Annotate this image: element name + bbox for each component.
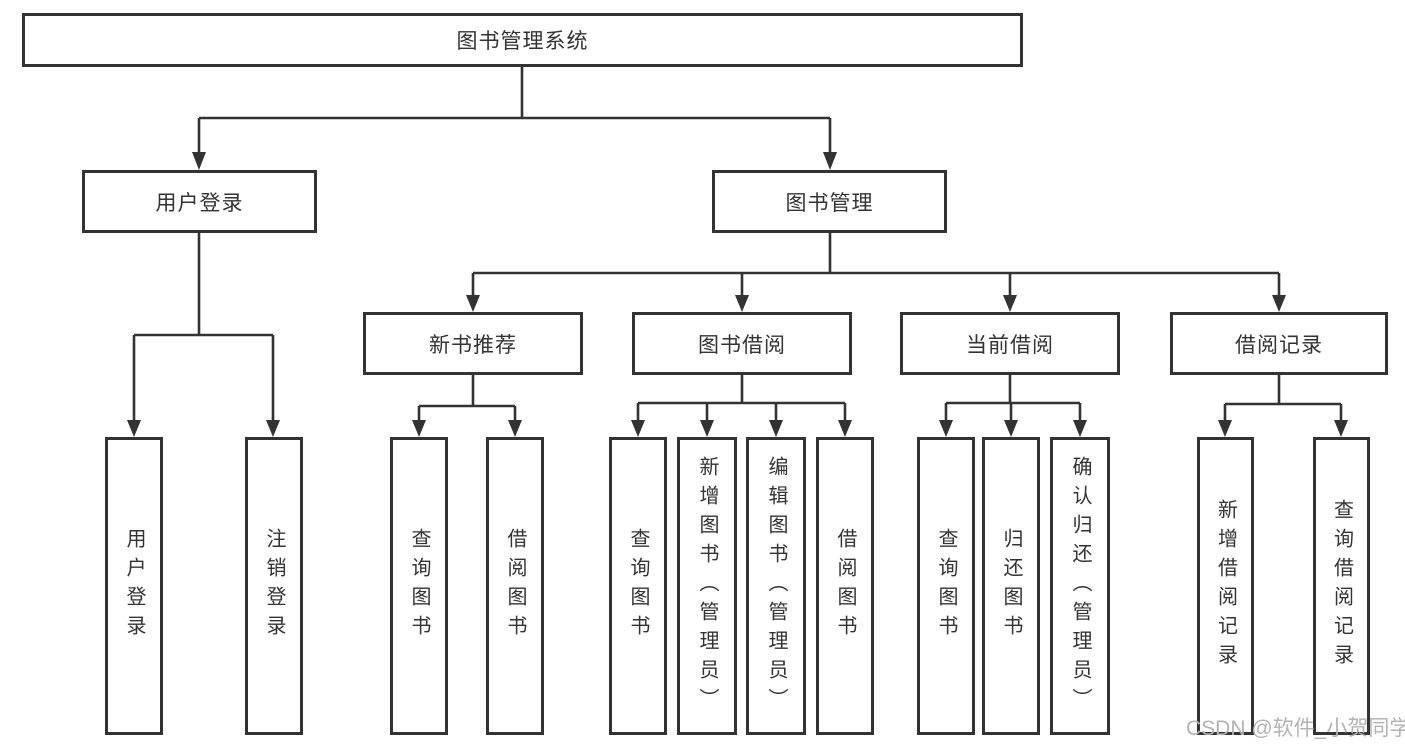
leaf-edit-books-admin: 编辑图书（管理员） bbox=[746, 437, 806, 735]
leaf-query-borrow-record: 查询借阅记录 bbox=[1313, 437, 1370, 735]
leaf-query-books-1-label: 查询图书 bbox=[408, 528, 430, 644]
leaf-query-borrow-record-label: 查询借阅记录 bbox=[1330, 499, 1353, 673]
leaf-return-books-label: 归还图书 bbox=[1000, 528, 1022, 644]
node-book-borrowing: 图书借阅 bbox=[632, 312, 852, 375]
leaf-query-books-2: 查询图书 bbox=[609, 437, 667, 735]
leaf-add-books-admin-label: 新增图书（管理员） bbox=[696, 455, 718, 717]
node-user-login-label: 用户登录 bbox=[155, 191, 244, 215]
leaf-logout-label: 注销登录 bbox=[263, 528, 285, 644]
leaf-edit-books-admin-label: 编辑图书（管理员） bbox=[765, 455, 787, 717]
leaf-borrow-books-2: 借阅图书 bbox=[816, 437, 874, 735]
leaf-query-books-3-label: 查询图书 bbox=[935, 528, 957, 644]
leaf-borrow-books-1: 借阅图书 bbox=[486, 437, 544, 735]
node-user-login: 用户登录 bbox=[82, 170, 317, 233]
leaf-query-books-1: 查询图书 bbox=[390, 437, 448, 735]
leaf-query-books-3: 查询图书 bbox=[917, 437, 975, 735]
node-borrowing-records-label: 借阅记录 bbox=[1235, 333, 1323, 357]
node-borrowing-records: 借阅记录 bbox=[1170, 312, 1388, 375]
node-book-management-label: 图书管理 bbox=[785, 191, 874, 215]
leaf-query-books-2-label: 查询图书 bbox=[627, 528, 649, 644]
node-current-borrowing: 当前借阅 bbox=[900, 312, 1120, 375]
leaf-borrow-books-2-label: 借阅图书 bbox=[834, 528, 856, 644]
leaf-return-books: 归还图书 bbox=[982, 437, 1040, 735]
leaf-confirm-return-admin: 确认归还（管理员） bbox=[1050, 437, 1110, 735]
node-root-label: 图书管理系统 bbox=[456, 30, 589, 53]
csdn-watermark: CSDN @软件_小贺同学 bbox=[1186, 717, 1405, 740]
node-current-borrowing-label: 当前借阅 bbox=[966, 333, 1054, 357]
node-root-library-system: 图书管理系统 bbox=[22, 13, 1023, 67]
leaf-logout: 注销登录 bbox=[245, 437, 303, 735]
leaf-add-borrow-record: 新增借阅记录 bbox=[1197, 437, 1254, 735]
node-book-management: 图书管理 bbox=[712, 170, 947, 233]
leaf-borrow-books-1-label: 借阅图书 bbox=[504, 528, 526, 644]
leaf-add-books-admin: 新增图书（管理员） bbox=[677, 437, 737, 735]
leaf-add-borrow-record-label: 新增借阅记录 bbox=[1214, 499, 1237, 673]
node-new-book-recommend-label: 新书推荐 bbox=[429, 333, 517, 357]
leaf-user-login-label: 用户登录 bbox=[123, 528, 145, 644]
leaf-user-login: 用户登录 bbox=[105, 437, 163, 735]
node-new-book-recommend: 新书推荐 bbox=[363, 312, 583, 375]
node-book-borrowing-label: 图书借阅 bbox=[698, 333, 786, 357]
leaf-confirm-return-admin-label: 确认归还（管理员） bbox=[1069, 455, 1091, 717]
